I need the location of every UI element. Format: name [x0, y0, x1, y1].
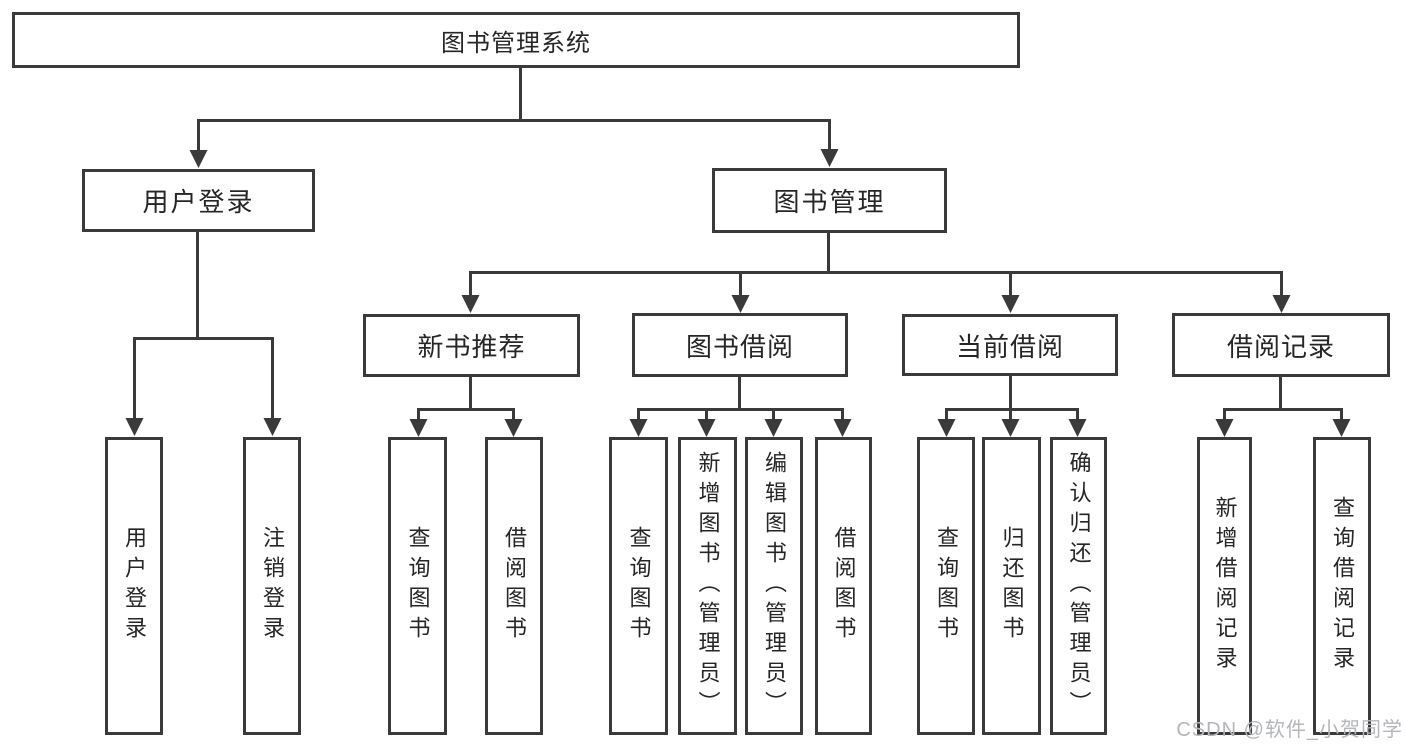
arrow-down-icon [937, 419, 956, 437]
node-label: 编辑图书（管理员） [762, 451, 787, 721]
connector-record-rail [1223, 408, 1343, 421]
node-label: 借阅记录 [1226, 331, 1335, 362]
node-label: 查询借阅记录 [1330, 496, 1355, 676]
node-leaf-add-borrow-record: 新增借阅记录 [1197, 437, 1252, 735]
node-leaf-edit-book-admin: 编辑图书（管理员） [745, 437, 803, 735]
connector-root-rail [197, 119, 831, 152]
node-leaf-query-book: 查询图书 [388, 437, 447, 735]
node-label: 图书管理 [773, 187, 886, 217]
arrow-down-icon [731, 295, 750, 313]
node-label: 用户登录 [122, 526, 147, 646]
node-label: 借阅图书 [502, 526, 527, 646]
arrow-down-icon [1068, 419, 1087, 437]
node-label: 当前借阅 [955, 331, 1064, 362]
arrow-down-icon [189, 150, 208, 168]
node-label: 注销登录 [260, 526, 285, 646]
arrow-down-icon [461, 295, 480, 313]
arrow-down-icon [1272, 295, 1291, 313]
node-leaf-confirm-return-admin: 确认归还（管理员） [1050, 437, 1107, 735]
node-borrow-record: 借阅记录 [1172, 313, 1390, 377]
node-label: 查询图书 [626, 526, 652, 646]
node-label: 确认归还（管理员） [1066, 451, 1092, 721]
node-label: 查询图书 [934, 526, 959, 646]
node-label: 新增借阅记录 [1212, 496, 1238, 676]
arrow-down-icon [1001, 295, 1020, 313]
node-new-book-recommend: 新书推荐 [363, 314, 580, 377]
node-leaf-query-borrow-record: 查询借阅记录 [1313, 437, 1371, 735]
node-leaf-return-book: 归还图书 [982, 437, 1041, 735]
node-label: 查询图书 [405, 526, 431, 646]
arrow-down-icon [409, 419, 428, 437]
arrow-down-icon [263, 418, 282, 436]
node-label: 新书推荐 [417, 332, 526, 362]
node-label: 新增图书（管理员） [695, 451, 721, 721]
node-book-borrow: 图书借阅 [632, 313, 848, 377]
node-library-management-system: 图书管理系统 [12, 12, 1020, 68]
arrow-down-icon [764, 419, 783, 437]
node-book-management: 图书管理 [712, 168, 947, 233]
connector-login-rail [133, 337, 274, 420]
node-leaf-user-login: 用户登录 [105, 437, 163, 735]
arrow-down-icon [697, 419, 716, 437]
node-current-borrow: 当前借阅 [902, 314, 1118, 376]
node-leaf-query-book: 查询图书 [917, 437, 975, 735]
connector-current-rail [945, 408, 1079, 421]
node-leaf-query-book: 查询图书 [609, 437, 668, 735]
connector-mgmt-rail [469, 271, 1283, 297]
arrow-down-icon [1001, 419, 1020, 437]
node-label: 图书借阅 [685, 331, 794, 362]
node-leaf-borrow-book: 借阅图书 [485, 437, 543, 735]
arrow-down-icon [504, 419, 523, 437]
node-leaf-logout: 注销登录 [243, 437, 301, 735]
arrow-down-icon [820, 149, 839, 167]
node-label: 借阅图书 [831, 526, 857, 646]
node-label: 图书管理系统 [441, 29, 591, 57]
arrow-down-icon [833, 419, 852, 437]
watermark: CSDN @软件_小贺同学 [1176, 719, 1403, 741]
node-leaf-borrow-book: 借阅图书 [815, 437, 872, 735]
arrow-down-icon [1215, 419, 1234, 437]
arrow-down-icon [125, 418, 144, 436]
arrow-down-icon [1332, 419, 1351, 437]
arrow-down-icon [629, 419, 648, 437]
connector-borrow-rail [637, 408, 844, 421]
node-label: 用户登录 [142, 187, 255, 217]
connector-new-rail [417, 408, 515, 421]
node-leaf-add-book-admin: 新增图书（管理员） [678, 437, 737, 735]
node-user-login: 用户登录 [82, 169, 315, 232]
node-label: 归还图书 [999, 526, 1025, 646]
